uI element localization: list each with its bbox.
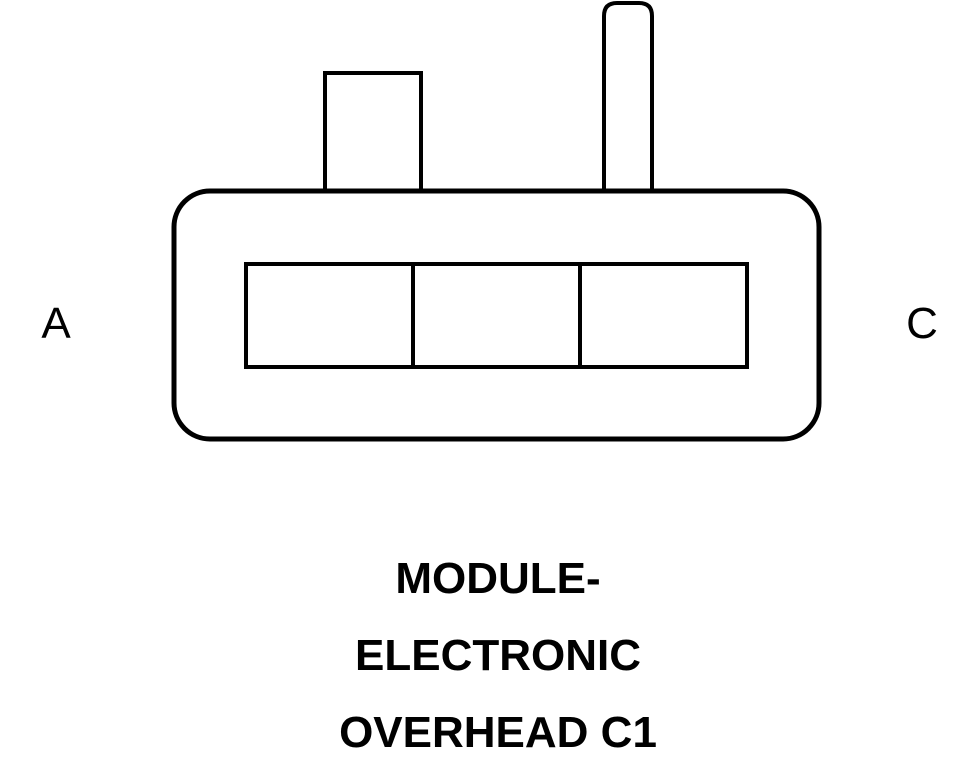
connector-key-post — [602, 1, 654, 194]
pin-label-c: C — [906, 299, 938, 348]
diagram-title-line-1: MODULE- — [395, 554, 600, 603]
connector-latch-tab — [323, 71, 423, 196]
pin-label-a: A — [41, 299, 71, 348]
diagram-title-line-2: ELECTRONIC — [355, 631, 641, 680]
diagram-title-line-3: OVERHEAD C1 — [339, 708, 657, 757]
cavity-block — [244, 262, 749, 369]
